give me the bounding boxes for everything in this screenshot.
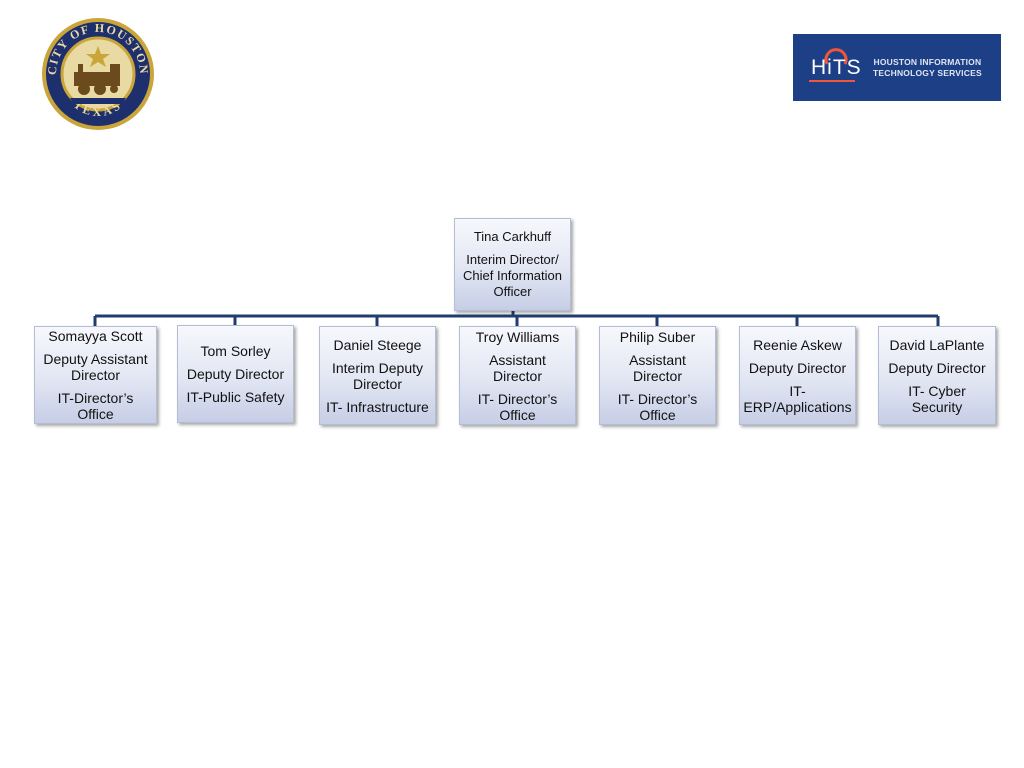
node-title: Deputy Director [748, 359, 847, 376]
node-name: Daniel Steege [333, 336, 422, 353]
node-department: IT-Public Safety [186, 389, 285, 405]
org-node-report-2: Tom Sorley Deputy Director IT-Public Saf… [177, 325, 294, 423]
node-title: Interim Director/ Chief Information Offi… [463, 252, 562, 299]
node-title: Deputy Director [186, 366, 285, 382]
node-name: David LaPlante [889, 336, 985, 353]
hits-arc-icon [824, 48, 848, 65]
city-of-houston-seal: CITY OF HOUSTON TEXAS [42, 18, 154, 130]
node-department: IT- Cyber Security [908, 382, 966, 415]
node-name: Troy Williams [475, 328, 560, 345]
node-department: IT- Director’s Office [477, 390, 558, 423]
node-name: Somayya Scott [48, 328, 143, 344]
hits-logo: HiTS HOUSTON INFORMATION TECHNOLOGY SERV… [793, 34, 1001, 101]
hits-wordmark: HiTS [811, 56, 862, 79]
org-node-cio: Tina Carkhuff Interim Director/ Chief In… [454, 218, 571, 311]
org-node-report-6: Reenie Askew Deputy Director IT- ERP/App… [739, 326, 856, 425]
node-title: Deputy Director [888, 359, 986, 376]
node-title: Interim Deputy Director [331, 359, 424, 392]
node-title: Assistant Director [489, 351, 546, 384]
hits-wordmark-icon: HiTS [793, 34, 871, 101]
node-department: IT-Director’s Office [57, 390, 134, 422]
hits-tagline-line1: HOUSTON INFORMATION [873, 56, 982, 67]
node-name: Tina Carkhuff [473, 229, 552, 244]
node-name: Reenie Askew [753, 336, 842, 353]
org-node-report-4: Troy Williams Assistant Director IT- Dir… [459, 326, 576, 425]
org-node-report-1: Somayya Scott Deputy Assistant Director … [34, 326, 157, 424]
node-title: Assistant Director [629, 351, 686, 384]
node-name: Tom Sorley [200, 343, 271, 359]
node-name: Philip Suber [619, 328, 696, 345]
hits-tagline: HOUSTON INFORMATION TECHNOLOGY SERVICES [873, 57, 982, 79]
org-node-report-5: Philip Suber Assistant Director IT- Dire… [599, 326, 716, 425]
node-title: Deputy Assistant Director [43, 351, 148, 383]
org-node-report-3: Daniel Steege Interim Deputy Director IT… [319, 326, 436, 425]
node-department: IT- ERP/Applications [743, 382, 852, 415]
hits-tagline-line2: TECHNOLOGY SERVICES [873, 67, 982, 78]
hits-underline [809, 80, 855, 82]
node-department: IT- Infrastructure [326, 398, 429, 415]
node-department: IT- Director’s Office [617, 390, 698, 423]
org-node-report-7: David LaPlante Deputy Director IT- Cyber… [878, 326, 996, 425]
